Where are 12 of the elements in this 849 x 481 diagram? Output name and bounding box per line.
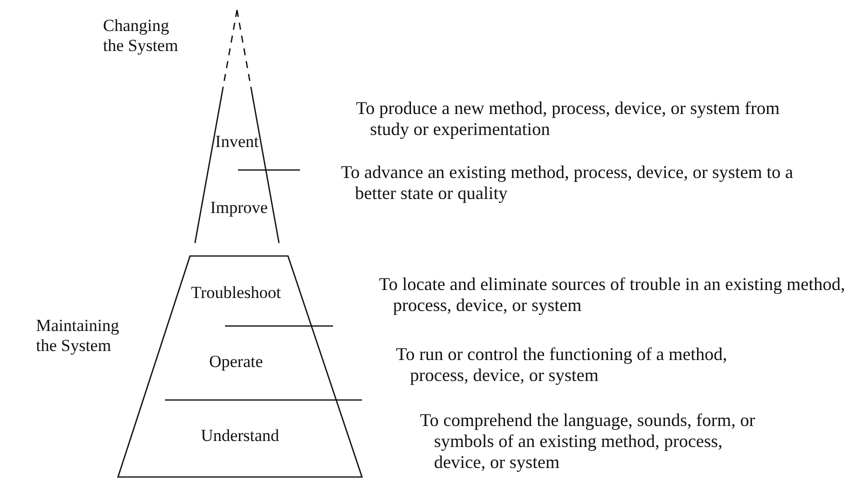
layer-label: Understand — [200, 426, 280, 446]
definition-text: To produce a new method, process, device, or system from study or experimentation — [356, 98, 781, 140]
layer-label: Improve — [210, 198, 268, 218]
section-label: Maintaining the System — [36, 316, 120, 356]
definition-text: To locate and eliminate sources of trouble in an existing method, process, device, or system — [379, 274, 846, 316]
definition-text: To advance an existing method, process, device, or system to a better state or quality — [341, 162, 794, 204]
definition-text: To comprehend the language, sounds, form, or symbols of an existing method, process, device, or system — [420, 410, 756, 473]
layer-label: Operate — [209, 352, 263, 372]
definition-text: To run or control the functioning of a method, process, device, or system — [396, 344, 728, 386]
layer-label: Troubleshoot — [190, 283, 282, 303]
section-label: Changing the System — [103, 16, 180, 56]
layer-label: Invent — [215, 132, 259, 152]
